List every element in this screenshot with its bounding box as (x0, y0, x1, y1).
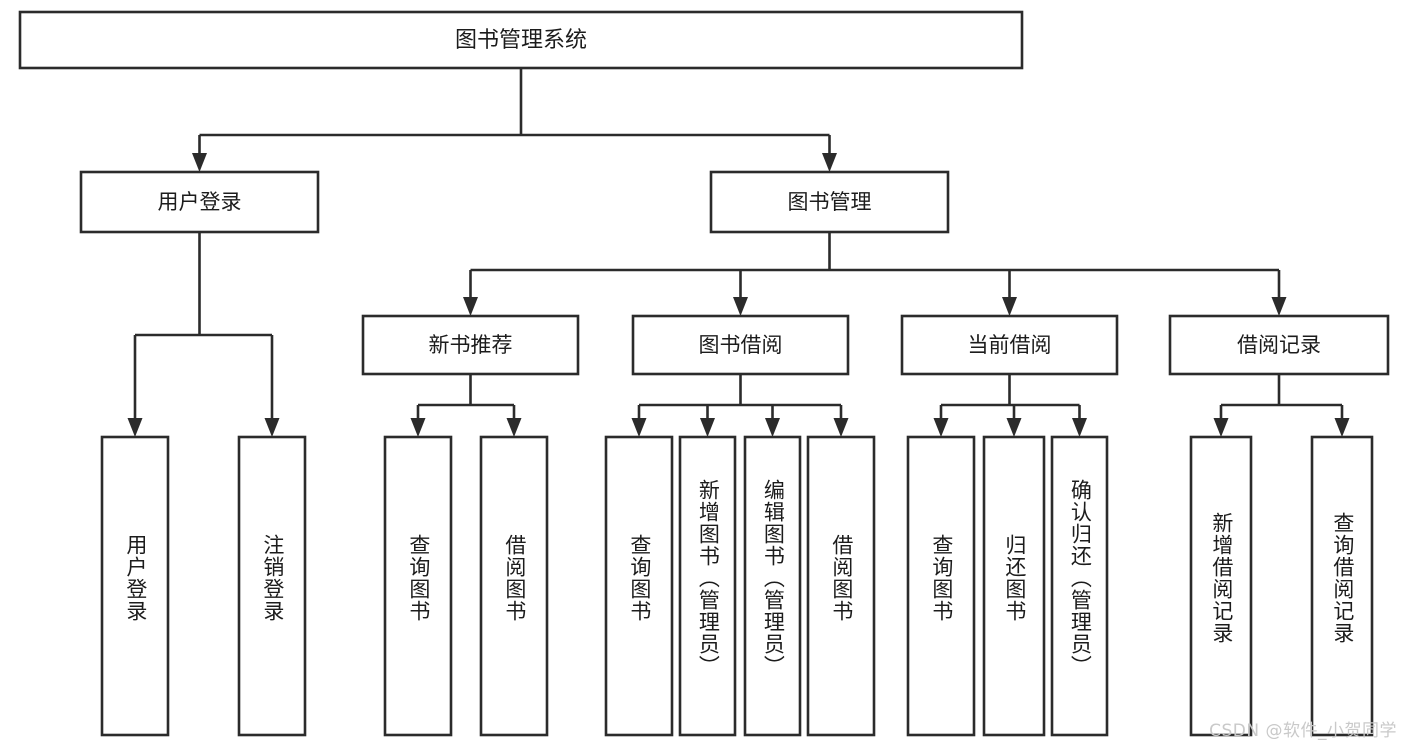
arrow-head-icon (410, 418, 426, 437)
arrow-head-icon (1002, 297, 1017, 316)
arrow-head-icon (192, 153, 207, 172)
node-box-leaf-borrow-book-1[interactable] (479, 435, 549, 737)
node-box-leaf-add-record[interactable] (1189, 435, 1253, 737)
arrow-head-icon (1334, 418, 1350, 437)
node-box-leaf-add-book[interactable] (678, 435, 737, 737)
node-box-book-manage[interactable] (709, 170, 950, 234)
node-box-leaf-query-book-2[interactable] (604, 435, 674, 737)
node-box-current-borrow[interactable] (900, 314, 1119, 376)
node-label-current-borrow: 当前借阅 (968, 333, 1052, 357)
arrow-head-icon (765, 418, 780, 437)
node-box-leaf-edit-book[interactable] (743, 435, 802, 737)
arrow-head-icon (127, 418, 143, 437)
node-box-user-login[interactable] (79, 170, 320, 234)
node-label-borrow-record: 借阅记录 (1237, 333, 1321, 357)
node-box-leaf-confirm-return[interactable] (1050, 435, 1109, 737)
node-box-leaf-query-book-3[interactable] (906, 435, 976, 737)
node-label-user-login: 用户登录 (158, 190, 242, 214)
arrow-head-icon (463, 297, 478, 316)
arrow-head-icon (1213, 418, 1229, 437)
arrow-head-icon (1271, 297, 1287, 316)
node-box-leaf-borrow-book-2[interactable] (806, 435, 876, 737)
arrow-head-icon (700, 418, 715, 437)
node-label-book-borrow: 图书借阅 (699, 333, 783, 357)
arrow-head-icon (733, 297, 748, 316)
connector-layer (127, 68, 1350, 437)
node-label-root: 图书管理系统 (455, 28, 587, 53)
arrow-head-icon (631, 418, 647, 437)
arrow-head-icon (264, 418, 280, 437)
node-box-borrow-record[interactable] (1168, 314, 1390, 376)
node-box-leaf-query-book-1[interactable] (383, 435, 453, 737)
arrow-head-icon (506, 418, 522, 437)
node-layer (18, 10, 1390, 737)
arrow-head-icon (1072, 418, 1087, 437)
arrow-head-icon (1006, 418, 1022, 437)
node-box-book-borrow[interactable] (631, 314, 850, 376)
watermark: CSDN @软件_小贺同学 (1209, 721, 1397, 741)
arrow-head-icon (933, 418, 949, 437)
node-label-new-book-rec: 新书推荐 (429, 333, 513, 357)
node-box-leaf-return-book[interactable] (982, 435, 1046, 737)
node-box-leaf-user-logout[interactable] (237, 435, 307, 737)
node-label-book-manage: 图书管理 (788, 190, 872, 214)
arrow-head-icon (822, 153, 837, 172)
node-box-leaf-query-record[interactable] (1310, 435, 1374, 737)
node-box-new-book-rec[interactable] (361, 314, 580, 376)
node-box-root[interactable] (18, 10, 1024, 70)
node-box-leaf-user-login[interactable] (100, 435, 170, 737)
arrow-head-icon (833, 418, 849, 437)
